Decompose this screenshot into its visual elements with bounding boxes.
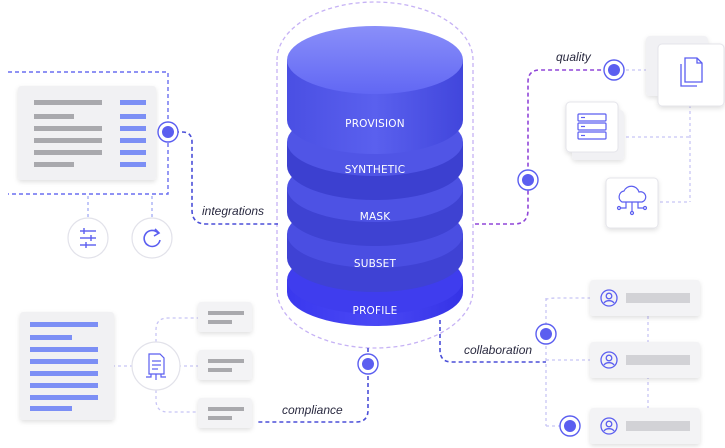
collaboration-node-lower (559, 415, 581, 437)
collaboration-name-2 (626, 355, 690, 365)
compliance-panel (20, 312, 114, 420)
user-icon (600, 289, 618, 307)
user-icon (600, 417, 618, 435)
layer-label-profile: PROFILE (353, 305, 398, 317)
server-icon (577, 113, 607, 140)
compliance-label: compliance (282, 403, 343, 417)
integrations-node (157, 121, 179, 143)
cloud-network-icon (616, 185, 648, 216)
quality-node-lower (517, 169, 539, 191)
refresh-icon (131, 217, 173, 259)
compliance-connector (256, 348, 369, 423)
database-stack (287, 26, 463, 326)
collaboration-node-upper (535, 323, 557, 345)
compliance-node (357, 353, 379, 375)
quality-document-card (646, 36, 725, 107)
integrations-icon-links (87, 196, 153, 222)
collaboration-name-3 (626, 421, 690, 431)
quality-links (620, 69, 691, 203)
compliance-card-1-line-2 (208, 320, 232, 324)
compliance-card-3 (198, 398, 252, 428)
compliance-card-2-line-1 (208, 359, 244, 363)
compliance-card-1-line-1 (208, 311, 244, 315)
layer-label-provision: PROVISION (345, 118, 405, 130)
collaboration-links (545, 297, 649, 427)
integrations-panel (18, 86, 156, 180)
quality-connector (475, 69, 612, 225)
document-copy-icon (680, 57, 703, 87)
layer-label-mask: MASK (360, 211, 392, 223)
database-outline (276, 1, 474, 349)
integrations-connector (168, 131, 278, 225)
document-network-icon (131, 341, 181, 391)
user-icon (600, 351, 618, 369)
sliders-icon (67, 217, 109, 259)
quality-node-upper (603, 59, 625, 81)
compliance-card-3-line-1 (208, 407, 244, 411)
quality-server-card (565, 101, 624, 160)
integrations-label: integrations (202, 204, 265, 218)
layer-label-subset: SUBSET (354, 258, 397, 270)
compliance-card-2 (198, 350, 252, 380)
compliance-panel-lines (30, 322, 98, 411)
collaboration-name-1 (626, 293, 690, 303)
collaboration-label: collaboration (464, 343, 533, 357)
compliance-card-3-line-2 (208, 416, 232, 420)
layer-label-synthetic: SYNTHETIC (345, 164, 406, 176)
compliance-card-1 (198, 302, 252, 332)
integrations-panel-lines (34, 100, 146, 167)
compliance-card-2-line-2 (208, 368, 232, 372)
collaboration-connector (439, 320, 546, 363)
quality-label: quality (556, 50, 591, 64)
